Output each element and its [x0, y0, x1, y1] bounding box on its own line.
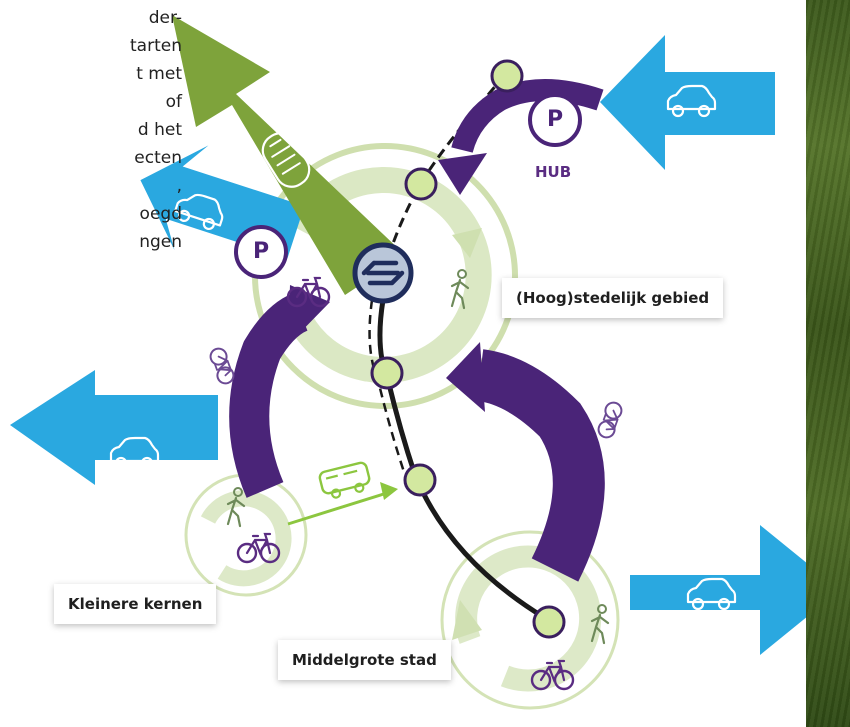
intro-line: ecten — [134, 148, 182, 168]
hub-label: HUB — [535, 163, 572, 181]
bus-icon — [318, 461, 371, 499]
parking-badge-station: P — [234, 225, 288, 279]
stop-4 — [403, 463, 437, 497]
bike-icon — [207, 345, 237, 387]
intro-line: t met — [136, 64, 182, 84]
intro-line: oegd — [139, 204, 182, 224]
intro-line: ngen — [139, 232, 182, 252]
intro-line: of — [165, 92, 182, 112]
bike-icon — [595, 399, 625, 441]
ns-logo-icon — [352, 242, 414, 304]
intro-line: der- — [148, 8, 182, 28]
train-icon — [261, 132, 311, 188]
smaller-cores-flow — [200, 490, 292, 587]
medium-city-flow-arrowhead — [452, 600, 482, 640]
intro-text: der- tarten t met of d het ecten , oegd … — [0, 4, 182, 256]
bike-flow-medium-city — [475, 349, 605, 582]
urban-flow-arrowhead — [452, 228, 482, 258]
bike-flow-hub — [451, 79, 604, 154]
car-arrow-top-right — [600, 35, 775, 170]
bus-line — [287, 490, 391, 526]
intro-line: , — [176, 176, 182, 196]
parking-badge-hub: P — [528, 93, 582, 147]
stop-5 — [532, 605, 566, 639]
train-arrow — [172, 15, 405, 295]
rail-solid — [377, 299, 547, 621]
background-photo — [806, 0, 850, 727]
bike-flow-smaller-cores-arrowhead — [288, 285, 330, 345]
stop-1 — [490, 59, 524, 93]
medium-city-label: Middelgrote stad — [278, 640, 451, 680]
urban-area-label: (Hoog)stedelijk gebied — [502, 278, 724, 318]
car-arrow-right — [630, 525, 840, 655]
smaller-cores-label: Kleinere kernen — [54, 584, 217, 624]
bike-flow-smaller-cores — [229, 293, 309, 498]
intro-line: d het — [137, 120, 182, 140]
urban-flow-ring — [288, 167, 492, 383]
bike-flow-hub-arrowhead — [438, 153, 487, 195]
intro-line: tarten — [130, 36, 182, 56]
stop-3 — [370, 356, 404, 390]
bus-line-arrowhead — [380, 482, 398, 500]
bike-flow-medium-city-arrowhead — [446, 342, 485, 412]
medium-city-ring — [440, 530, 620, 710]
car-arrow-left — [10, 370, 218, 485]
stop-2 — [404, 167, 438, 201]
